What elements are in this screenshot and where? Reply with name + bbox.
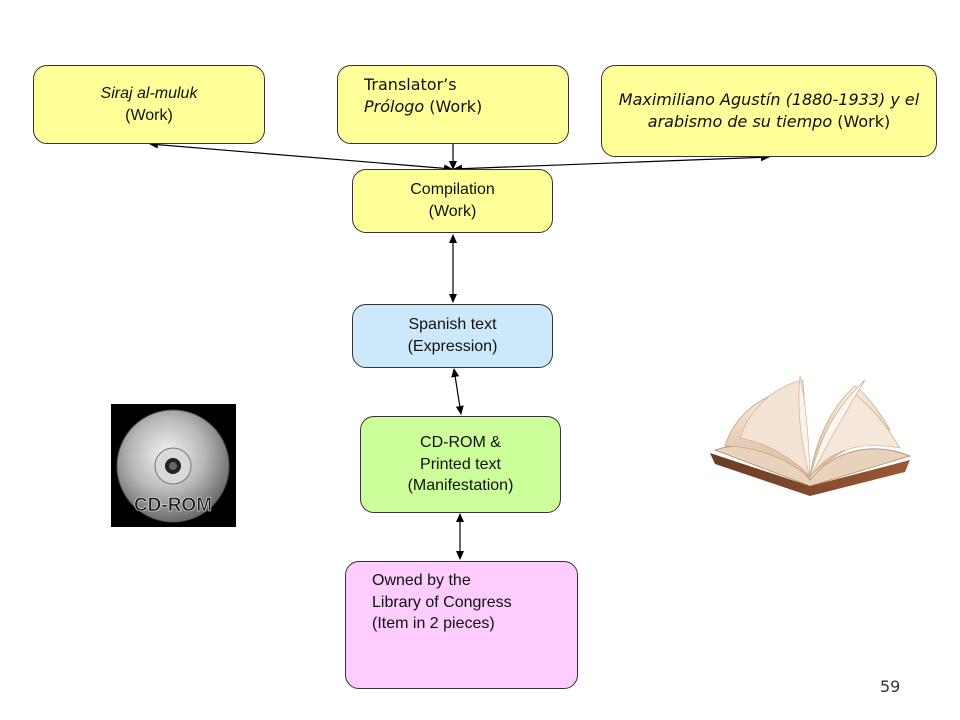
open-book-icon [705,368,915,498]
translator-prologo-work-box: Translator’s Prólogo (Work) [337,65,569,144]
cd-rom-disc-icon: CD-ROM [111,404,236,527]
spanish-title: Spanish text [408,316,497,334]
cdrom-type: (Manifestation) [407,477,514,495]
siraj-type: (Work) [125,106,173,124]
compilation-title: Compilation [410,181,495,199]
maximiliano-agustin-work-box: Maximiliano Agustín (1880-1933) y el ara… [601,65,937,157]
cdrom-line2: Printed text [420,455,501,473]
page-number: 59 [880,677,901,696]
cdrom-printed-text-manifestation-box: CD-ROM & Printed text (Manifestation) [360,416,561,513]
cdrom-line1: CD-ROM & [420,434,501,452]
compilation-work-box: Compilation (Work) [352,169,553,233]
maximiliano-title: Maximiliano Agustín (1880-1933) y el ara… [618,90,920,131]
arrow-compilation-siraj [149,140,453,173]
translator-line2: Prólogo (Work) [364,96,568,118]
owned-line3: (Item in 2 pieces) [372,615,495,633]
cd-rom-label: CD-ROM [134,495,212,516]
translator-line1: Translator’s [364,75,457,94]
spanish-type: (Expression) [407,338,498,355]
owned-line2: Library of Congress [372,593,512,611]
maximiliano-text: Maximiliano Agustín (1880-1933) y el ara… [614,89,924,132]
owned-by-loc-item-box: Owned by the Library of Congress (Item i… [345,561,578,689]
arrow-spanish-cdrom [451,368,464,415]
owned-line1: Owned by the [372,572,471,589]
siraj-title: Siraj al-muluk [100,84,198,102]
arrow-compilation-maximiliano [453,153,770,173]
translator-type: (Work) [424,96,483,116]
spanish-text-expression-box: Spanish text (Expression) [352,304,553,368]
siraj-al-muluk-work-box: Siraj al-muluk (Work) [33,65,265,144]
translator-prologo-italic: Prólogo [364,96,425,116]
compilation-type: (Work) [428,203,477,220]
maximiliano-type: (Work) [832,112,891,131]
